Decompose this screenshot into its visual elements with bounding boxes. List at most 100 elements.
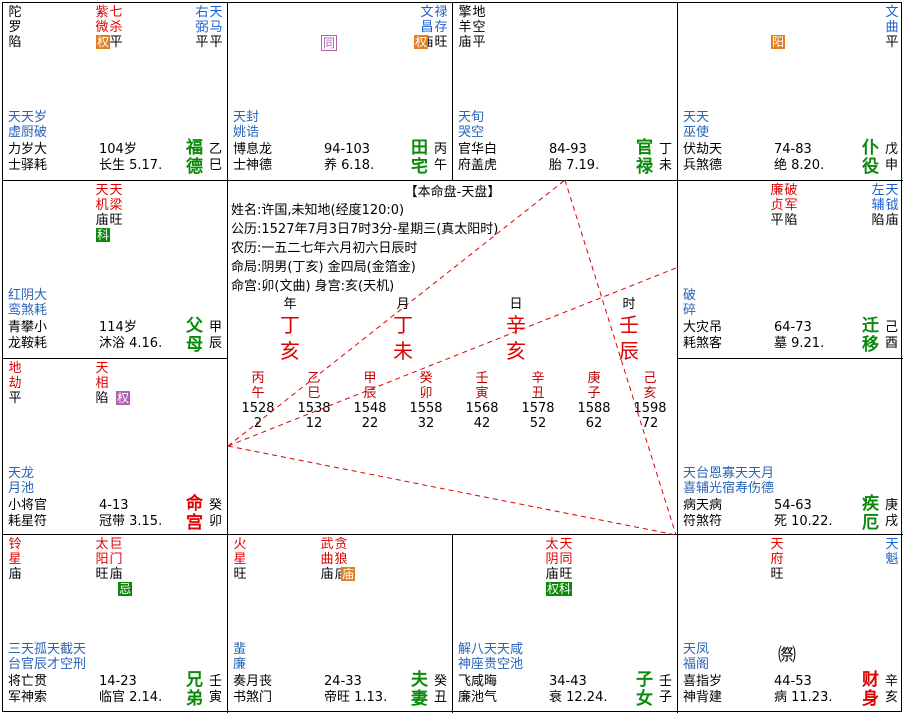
- minor-stars: 破碎: [683, 288, 696, 318]
- star-char: 紫: [95, 5, 109, 20]
- stem-branch: 戊申: [885, 142, 898, 174]
- star-char: 同: [559, 552, 573, 567]
- gods-line-2: 士驿耗: [8, 158, 48, 173]
- decade-year: 1568: [465, 401, 499, 416]
- gods-line-2: 军神索: [8, 690, 48, 705]
- stars-left: 火星旺: [233, 537, 247, 582]
- star-char: 巨: [109, 537, 123, 552]
- stem-branch-char: 丑: [433, 690, 447, 705]
- decade-year: 1558: [409, 401, 443, 416]
- palace-name-char: 身: [862, 689, 879, 709]
- star-column: 天马平: [209, 5, 223, 50]
- stars-left: 地劫平: [8, 361, 22, 406]
- star-column: 陀罗陷: [8, 5, 22, 50]
- star-char: 相: [95, 376, 109, 391]
- star-char: 天: [109, 183, 123, 198]
- minor-stars: 解八天天咸神座贵空池: [458, 642, 523, 672]
- minor-stars: 天旬哭空: [458, 110, 484, 140]
- birth-info-line: 命宫:卯(文曲) 身宫:亥(天机): [231, 279, 395, 294]
- gods-line-1: 奏月丧: [233, 674, 273, 689]
- age-range: 74-83: [774, 142, 812, 157]
- star-brightness: 旺: [559, 567, 573, 582]
- pillar-label: 日: [509, 297, 523, 312]
- minor-star-line: 哭空: [458, 125, 485, 140]
- pillar-label: 月: [396, 297, 410, 312]
- life-stage: 胎 7.19.: [549, 158, 600, 173]
- transformation-badge: 庙: [341, 567, 356, 581]
- star-brightness: 平: [209, 35, 223, 50]
- minor-star-line: 天天岁: [8, 110, 48, 125]
- gods-line-1: 飞咸晦: [458, 674, 498, 689]
- stem-branch-char: 酉: [884, 336, 898, 351]
- stem-branch-char: 午: [433, 158, 447, 173]
- decade-age: 52: [529, 416, 547, 431]
- star-brightness: 旺: [95, 567, 109, 582]
- pillar-stem: 丁: [280, 313, 300, 337]
- star-brightness: 陷: [95, 391, 109, 406]
- minor-stars: 天龙月池: [8, 466, 34, 496]
- star-char: 府: [770, 552, 784, 567]
- star-char: 文: [885, 5, 899, 20]
- birth-info-line: 命局:阴男(丁亥) 金四局(金箔金): [231, 260, 416, 275]
- stem-branch: 庚戌: [885, 498, 898, 530]
- stem-branch: 己酉: [885, 320, 898, 352]
- star-char: 劫: [8, 376, 22, 391]
- stem-branch-char: 巳: [208, 158, 222, 173]
- minor-star-line: 红阴大: [8, 288, 48, 303]
- star-brightness: 庙: [320, 567, 334, 582]
- palace-name-char: 役: [862, 157, 879, 177]
- decade-year: 1548: [353, 401, 387, 416]
- star-brightness: 平: [109, 35, 123, 50]
- star-column: 左辅陷: [871, 183, 885, 228]
- decade-age: 72: [641, 416, 659, 431]
- minor-star-line: 台官辰才空刑: [8, 657, 87, 672]
- stars-right: 天魁: [885, 537, 899, 567]
- star-char: 阳: [95, 552, 109, 567]
- birth-info-line: 公历:1527年7月3日7时3分-星期三(真太阳时): [231, 222, 499, 237]
- palace-name-char: 疾: [862, 494, 879, 514]
- palace-name: 福德: [186, 139, 203, 177]
- stem-branch: 丙午: [434, 142, 447, 174]
- star-column: 文曲平: [885, 5, 899, 50]
- stem-branch-char: 壬: [208, 674, 222, 689]
- age-range: 54-63: [774, 498, 812, 513]
- star-char: 弼: [195, 20, 209, 35]
- gods-line-2: 士神德: [233, 158, 273, 173]
- star-char: 辅: [871, 198, 885, 213]
- palace-si[interactable]: 陀罗陷紫微旺七杀平右弼平天马平天天岁虚厨破力岁大士驿耗104岁长生 5.17.福…: [3, 3, 228, 181]
- palace-name: 夫妻: [411, 671, 428, 709]
- transformation-badge: 权: [414, 35, 429, 49]
- gods-line-2: 书煞门: [233, 690, 273, 705]
- gods-line-1: 伏劫天: [683, 142, 723, 157]
- stem-branch-char: 己: [884, 320, 898, 335]
- stars-mid: 廉贞平破军陷: [770, 183, 798, 228]
- minor-star-line: 蜚: [233, 642, 247, 657]
- star-brightness: 平: [770, 213, 784, 228]
- star-char: 钺: [885, 198, 899, 213]
- minor-star-line: 巫使: [683, 125, 710, 140]
- transformation-badge: 权科: [546, 582, 573, 596]
- transformation-badge: 忌: [118, 582, 133, 596]
- stem-branch-char: 戊: [884, 142, 898, 157]
- minor-star-line: 天龙: [8, 466, 35, 481]
- stem-branch-char: 乙: [208, 142, 222, 157]
- birth-info-line: 姓名:许国,未知地(经度120:0): [231, 203, 405, 218]
- minor-stars: 天凤福阁: [683, 642, 709, 672]
- stars-left: 陀罗陷: [8, 5, 22, 50]
- transformation-badge: 权: [96, 35, 111, 49]
- star-char: 机: [95, 198, 109, 213]
- star-column: 贪狼庙: [334, 537, 348, 582]
